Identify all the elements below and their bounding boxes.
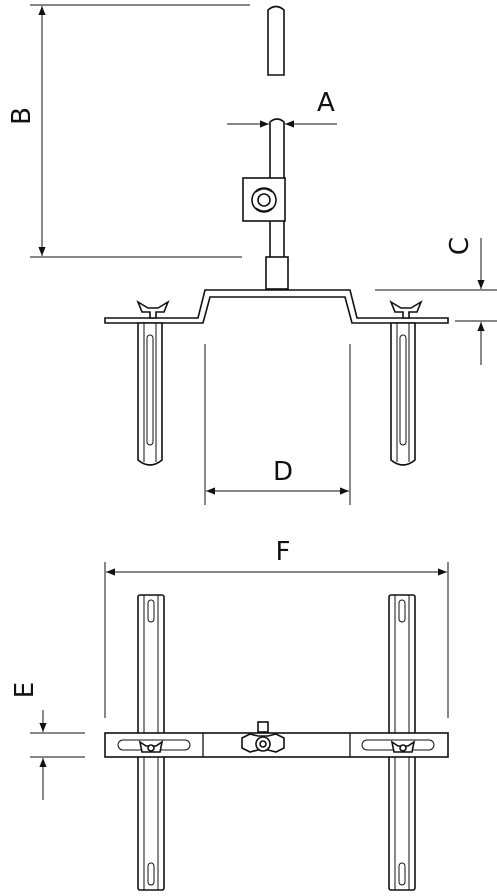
- center-clamp: [241, 721, 285, 753]
- label-f: F: [276, 537, 291, 567]
- bracket-plate: [104, 289, 449, 324]
- front-view: F E: [10, 537, 449, 891]
- dimension-f: F: [104, 537, 449, 718]
- label-c: C: [445, 237, 475, 255]
- right-wing-nut-front: [390, 740, 416, 753]
- right-wing-nut: [389, 300, 423, 319]
- label-a: A: [317, 88, 335, 118]
- left-wing-nut-front: [138, 740, 164, 753]
- dimension-e: E: [10, 682, 85, 800]
- clamp-block: [242, 177, 286, 222]
- upper-rod: [267, 5, 285, 76]
- label-d: D: [273, 457, 293, 487]
- dimension-b: B: [7, 4, 250, 258]
- label-b: B: [7, 107, 37, 125]
- label-e: E: [10, 682, 40, 698]
- left-wing-nut: [136, 300, 170, 319]
- dimension-a: A: [227, 88, 337, 128]
- right-rail-side: [390, 322, 416, 466]
- dimension-c: C: [375, 237, 497, 365]
- left-rail-side: [137, 322, 163, 466]
- side-view: B A C D: [7, 4, 497, 505]
- threaded-sleeve: [265, 256, 289, 290]
- dimension-d: D: [204, 344, 351, 505]
